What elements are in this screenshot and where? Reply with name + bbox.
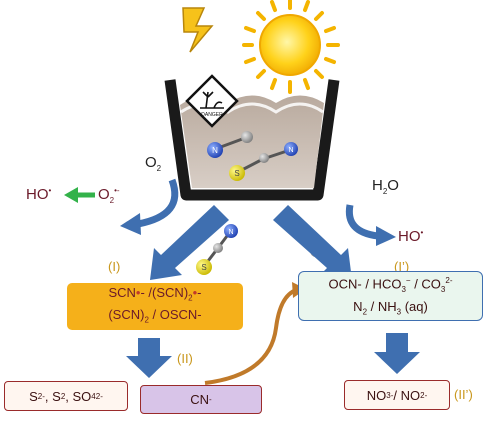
arrow-to-sulfur-and-cyanide — [126, 338, 172, 378]
cyanide-molecule-icon: N — [207, 131, 253, 158]
hazard-sign-label: DANGER — [201, 112, 223, 118]
products-line-2: N2 / NH3 (aq) — [353, 298, 428, 317]
step-label-II: (II) — [177, 351, 193, 366]
lightning-icon — [182, 7, 214, 53]
superoxide-label: O2•- — [98, 186, 120, 205]
products-line-1: OCN- / HCO3− / CO32- — [328, 275, 453, 294]
green-arrow — [64, 187, 78, 203]
svg-text:N: N — [228, 229, 233, 236]
svg-text:S: S — [234, 169, 239, 178]
curved-arrow-oxygen-head — [120, 213, 141, 235]
arrow-to-radicals — [150, 205, 229, 280]
brown-curved-arrow — [204, 288, 297, 385]
svg-text:S: S — [201, 263, 206, 272]
o2-label: O2 — [145, 154, 162, 173]
step-label-I-prime: (I’) — [394, 259, 410, 274]
thiocyanate-molecule-icon: S N — [196, 224, 238, 275]
products-box: OCN- / HCO3− / CO32- N2 / NH3 (aq) — [298, 271, 483, 321]
cyanide-box: CN- — [140, 385, 262, 414]
radicals-line-1: SCN•- /(SCN)2•- — [108, 284, 202, 303]
hydroxyl-radical-left: HO• — [26, 186, 52, 203]
step-label-I: (I) — [108, 259, 121, 274]
thiocyanate-molecule-icon: S N — [229, 142, 298, 181]
svg-text:N: N — [212, 146, 218, 155]
curved-arrow-water-head — [376, 226, 396, 246]
water-label: H2O — [372, 177, 399, 196]
radicals-line-2: (SCN)2 / OSCN- — [108, 306, 202, 325]
hydroxyl-radical-right: HO• — [398, 228, 424, 245]
radicals-box: SCN•- /(SCN)2•- (SCN)2 / OSCN- — [67, 283, 243, 330]
step-label-II-prime: (II’) — [454, 387, 473, 402]
arrow-to-products — [273, 205, 352, 280]
curved-arrow-water — [345, 204, 379, 240]
sun-icon — [242, 0, 340, 94]
arrow-to-nitrate — [374, 333, 420, 374]
svg-text:N: N — [288, 147, 293, 154]
curved-arrow-oxygen — [137, 178, 179, 228]
hazard-warning-icon: DANGER — [185, 74, 239, 128]
